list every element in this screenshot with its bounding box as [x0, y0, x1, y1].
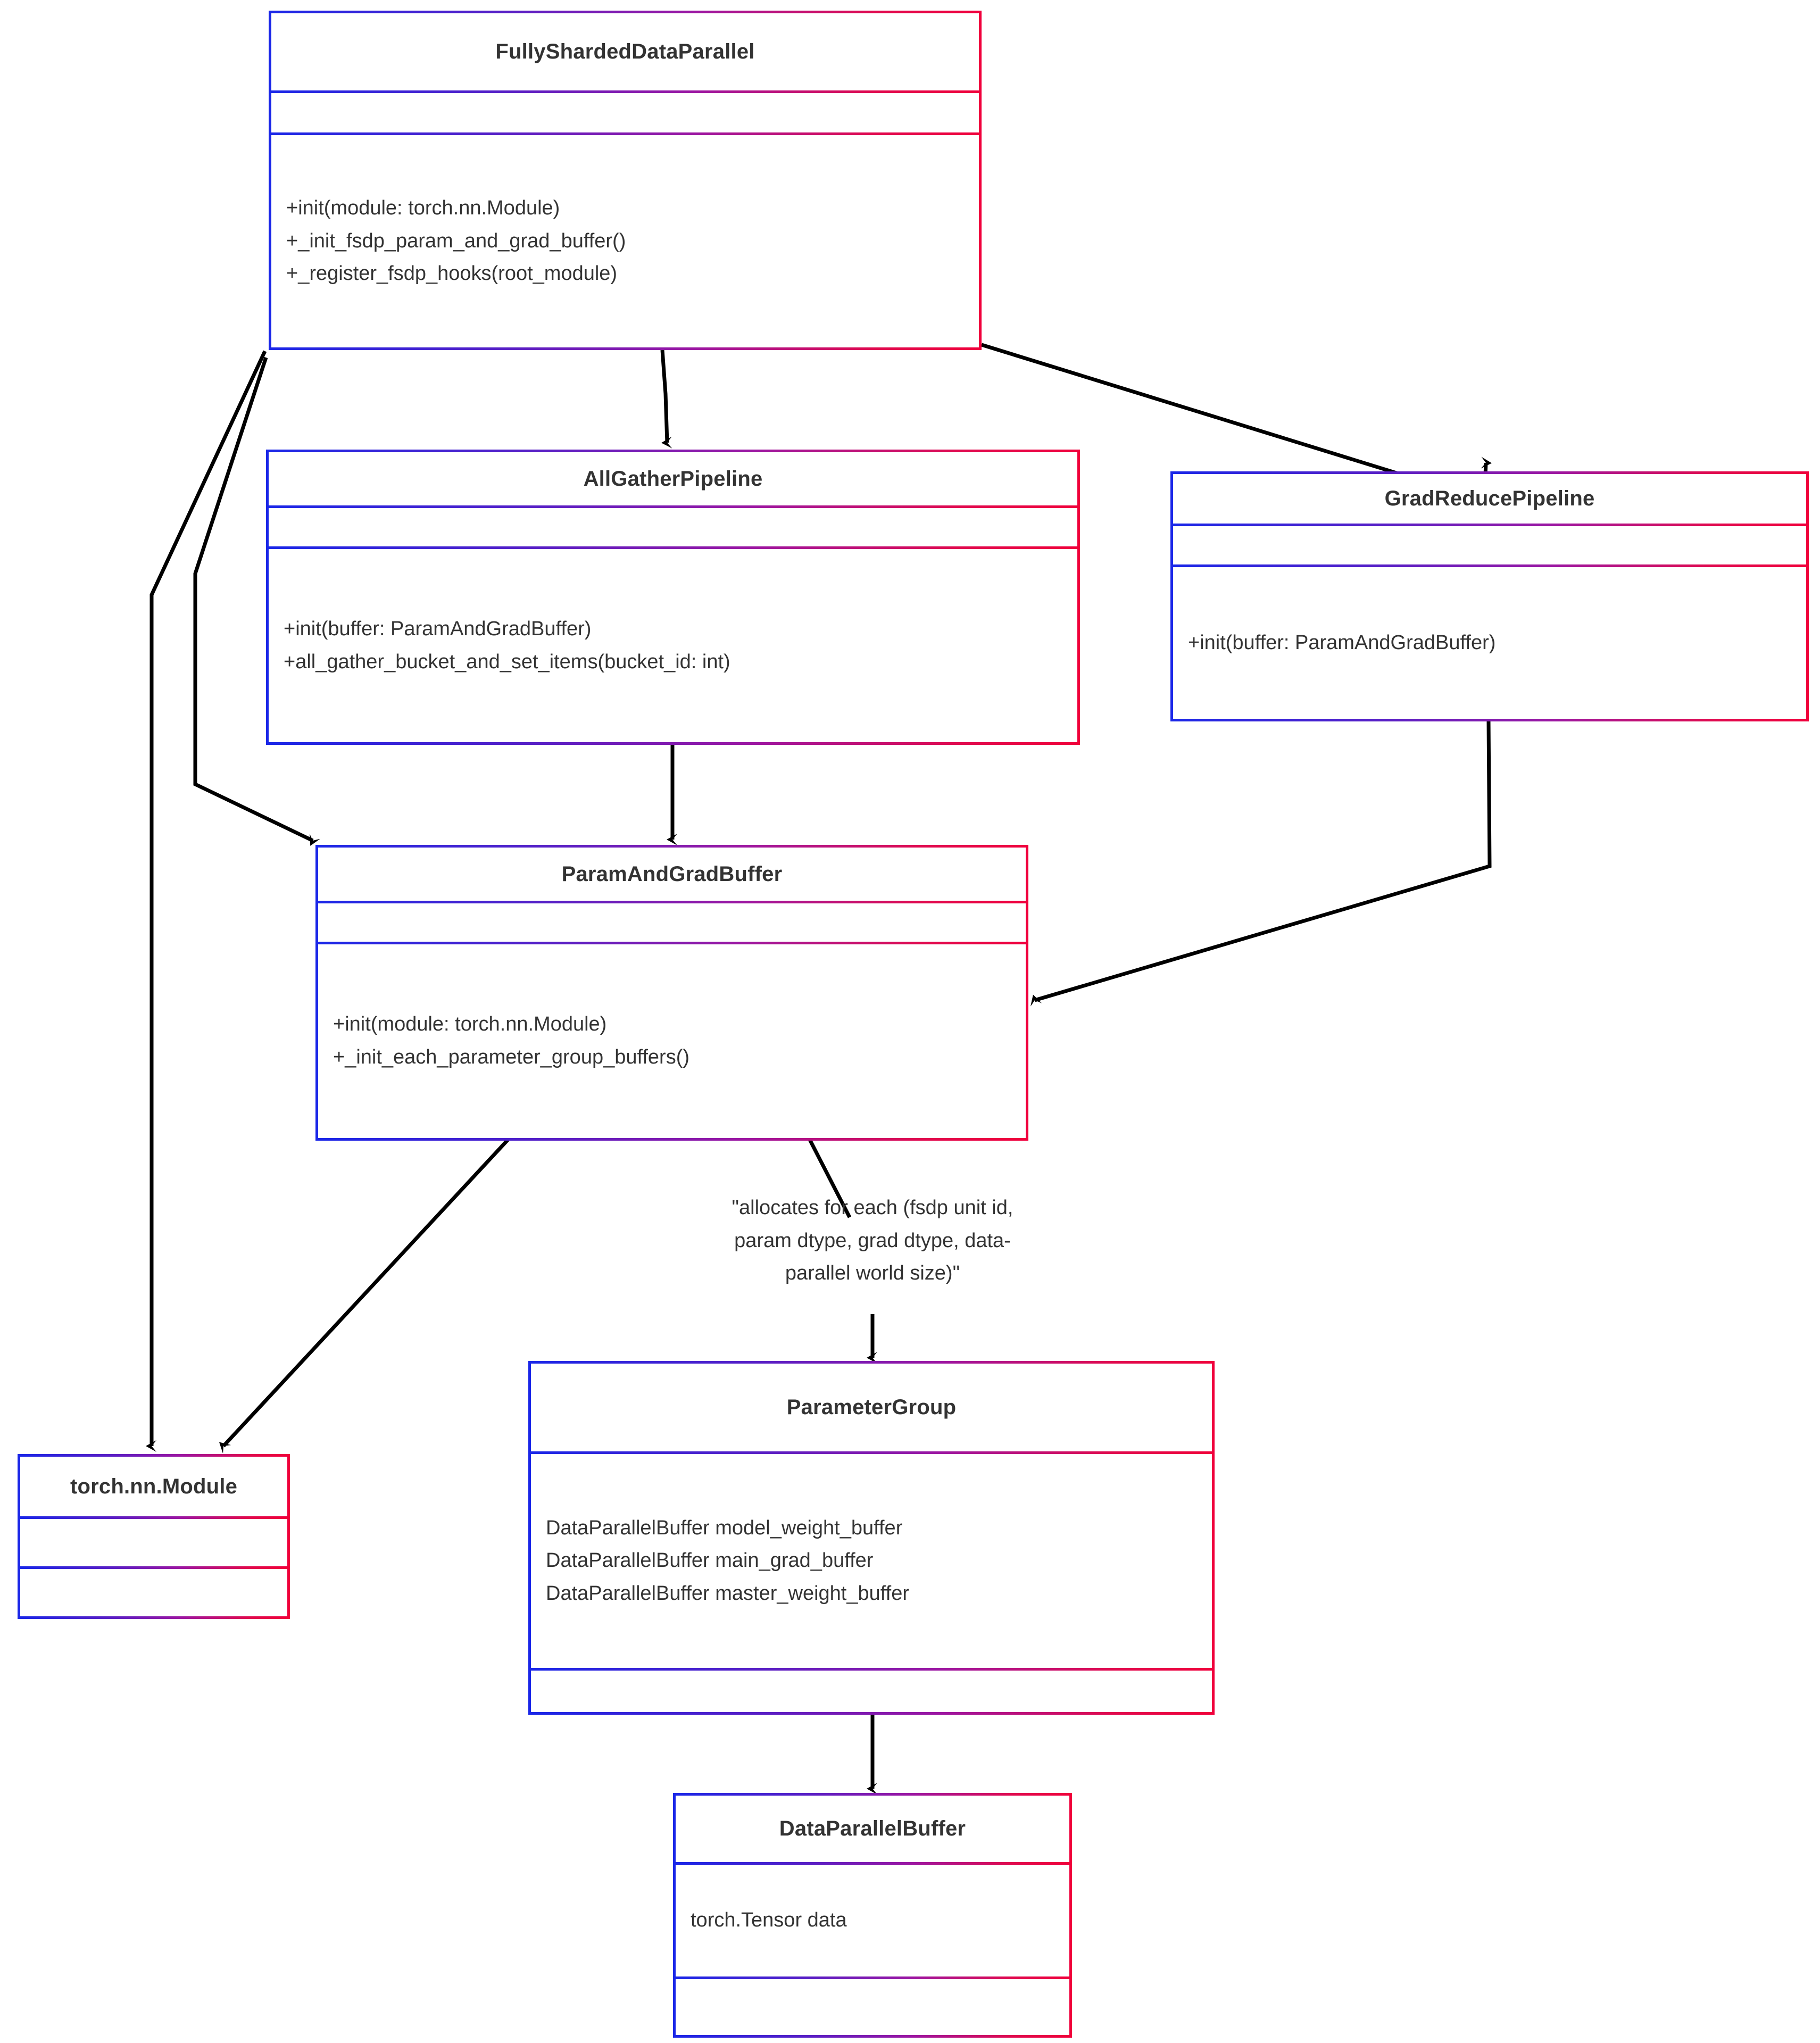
methods-compartment: +init(module: torch.nn.Module) +_init_fs… [271, 135, 979, 347]
compartment-divider [676, 1976, 1069, 1979]
class-title-compartment: AllGatherPipeline [269, 452, 1077, 505]
class-name: ParameterGroup [786, 1396, 957, 1419]
compartment-divider [271, 132, 979, 135]
note-allocates-for-each: "allocates for each (fsdp unit id, param… [732, 1197, 1013, 1285]
attributes-compartment [1173, 526, 1806, 564]
attributes-compartment [20, 1519, 287, 1566]
method-row: +_init_each_parameter_group_buffers() [333, 1046, 690, 1068]
edge-fsdp-to-nnmodule [146, 350, 267, 1452]
attribute-row: DataParallelBuffer main_grad_buffer [546, 1549, 874, 1572]
class-name: DataParallelBuffer [779, 1817, 966, 1840]
methods-compartment: +init(buffer: ParamAndGradBuffer) +all_g… [269, 549, 1077, 742]
method-row: +_register_fsdp_hooks(root_module) [286, 262, 618, 285]
methods-compartment [676, 1979, 1069, 2035]
compartment-divider [20, 1516, 287, 1519]
methods-compartment: +init(buffer: ParamAndGradBuffer) [1173, 567, 1806, 719]
attribute-row: DataParallelBuffer model_weight_buffer [546, 1516, 903, 1539]
methods-compartment [20, 1569, 287, 1616]
compartment-divider [531, 1451, 1212, 1454]
attributes-compartment [271, 93, 979, 132]
method-row: +_init_fsdp_param_and_grad_buffer() [286, 229, 626, 252]
class-box-parametergroup[interactable]: ParameterGroup DataParallelBuffer model_… [528, 1361, 1215, 1715]
class-title-compartment: ParameterGroup [531, 1364, 1212, 1451]
attributes-compartment: torch.Tensor data [676, 1865, 1069, 1976]
edge-gradreduce-to-parambuffer [1030, 720, 1492, 1007]
compartment-divider [1173, 524, 1806, 526]
class-title-compartment: FullyShardedDataParallel [271, 13, 979, 90]
class-box-torch-nn-module[interactable]: torch.nn.Module [18, 1454, 290, 1619]
class-box-allgatherpipeline[interactable]: AllGatherPipeline +init(buffer: ParamAnd… [266, 450, 1080, 745]
method-row: +all_gather_bucket_and_set_items(bucket_… [284, 650, 730, 673]
class-title-compartment: GradReducePipeline [1173, 474, 1806, 524]
compartment-divider [1173, 564, 1806, 567]
compartment-divider [20, 1566, 287, 1569]
class-name: FullyShardedDataParallel [495, 40, 755, 63]
class-box-paramandgradbuffer[interactable]: ParamAndGradBuffer +init(module: torch.n… [315, 845, 1028, 1141]
method-row: +init(module: torch.nn.Module) [286, 197, 560, 220]
attribute-row: DataParallelBuffer master_weight_buffer [546, 1582, 909, 1605]
compartment-divider [269, 546, 1077, 549]
class-title-compartment: ParamAndGradBuffer [318, 848, 1026, 901]
attributes-compartment: DataParallelBuffer model_weight_buffer D… [531, 1454, 1212, 1668]
edge-parambuffer-to-nnmodule [219, 1138, 510, 1454]
compartment-divider [318, 942, 1026, 944]
methods-compartment [531, 1671, 1212, 1712]
attributes-compartment [269, 508, 1077, 546]
class-box-dataparallelbuffer[interactable]: DataParallelBuffer torch.Tensor data [673, 1793, 1072, 2038]
compartment-divider [271, 90, 979, 93]
class-name: torch.nn.Module [70, 1474, 238, 1498]
method-row: +init(buffer: ParamAndGradBuffer) [284, 617, 592, 640]
class-box-gradreducepipeline[interactable]: GradReducePipeline +init(buffer: ParamAn… [1170, 471, 1809, 721]
compartment-divider [318, 901, 1026, 903]
class-title-compartment: DataParallelBuffer [676, 1796, 1069, 1862]
class-title-compartment: torch.nn.Module [20, 1457, 287, 1516]
class-name: ParamAndGradBuffer [561, 862, 783, 886]
class-box-fullyshardeddataparallel[interactable]: FullyShardedDataParallel +init(module: t… [269, 11, 982, 350]
class-name: AllGatherPipeline [583, 467, 763, 491]
edge-fsdp-to-allgather [660, 350, 672, 449]
class-name: GradReducePipeline [1384, 487, 1595, 510]
compartment-divider [269, 505, 1077, 508]
attributes-compartment [318, 903, 1026, 942]
method-row: +init(buffer: ParamAndGradBuffer) [1188, 631, 1496, 654]
methods-compartment: +init(module: torch.nn.Module) +_init_ea… [318, 944, 1026, 1138]
method-row: +init(module: torch.nn.Module) [333, 1013, 607, 1036]
compartment-divider [531, 1668, 1212, 1671]
attribute-row: torch.Tensor data [691, 1909, 847, 1932]
compartment-divider [676, 1862, 1069, 1865]
